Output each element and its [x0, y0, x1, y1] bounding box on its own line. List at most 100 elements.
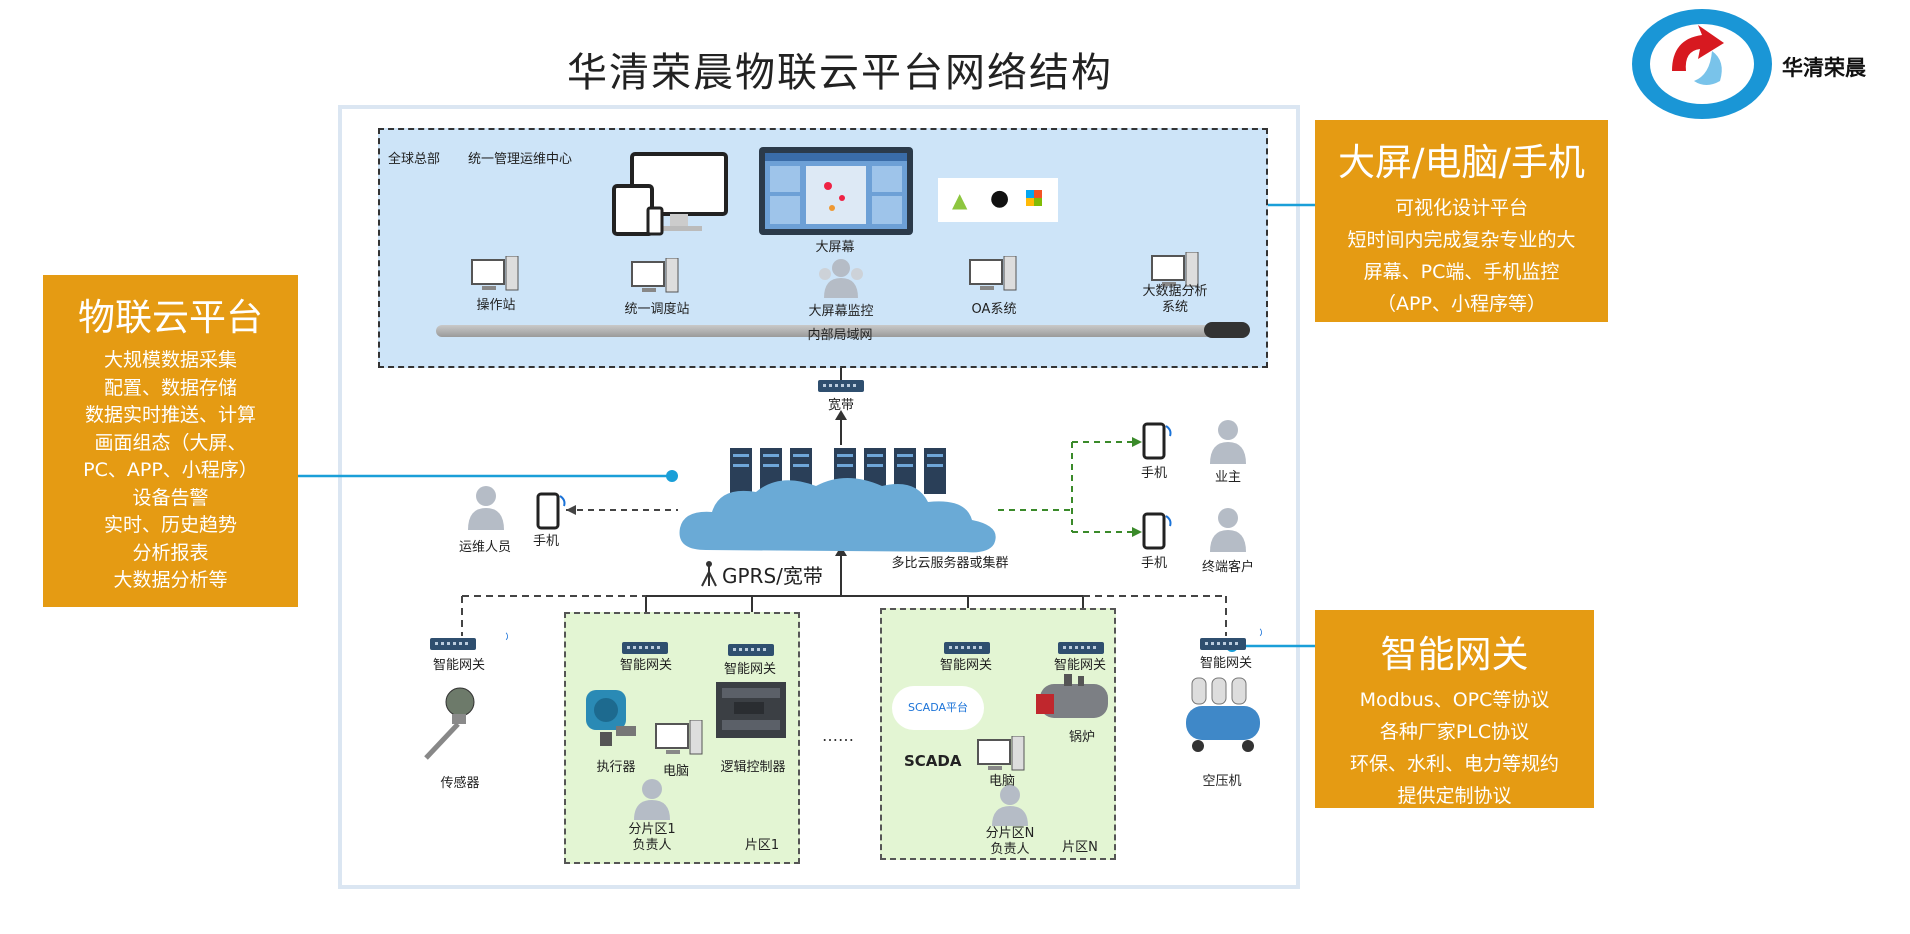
display-callout-title: 大屏/电脑/手机 [1338, 141, 1585, 184]
gateway-icon [430, 638, 476, 650]
gateway-icon [728, 644, 774, 656]
person-icon [1210, 420, 1246, 464]
person-icon [634, 779, 670, 820]
plc-icon [716, 682, 786, 738]
person-icon [1210, 508, 1246, 552]
zone1-owner-label-2: 负责人 [632, 838, 672, 853]
person-icon [992, 785, 1028, 826]
workstation-icon [655, 720, 703, 755]
sensor-gateway-label: 智能网关 [432, 658, 485, 673]
compressor-label: 空压机 [1202, 774, 1242, 789]
zone1-gateway2-label: 智能网关 [723, 662, 776, 677]
callout-line: 短时间内完成复杂专业的大 [1347, 229, 1576, 251]
right-phone2-label: 手机 [1140, 556, 1167, 571]
more-zones-ellipsis: …… [822, 726, 854, 745]
callout-line: 大数据分析等 [113, 569, 228, 591]
client-label: 终端客户 [1201, 560, 1254, 575]
gateway-callout-title: 智能网关 [1380, 633, 1529, 676]
zoneN-gateway2-label: 智能网关 [1053, 658, 1106, 673]
antenna-icon [701, 561, 717, 587]
scada-badge: SCADA平台 [892, 686, 984, 730]
workstation-icon [977, 736, 1025, 771]
zoneN-gateway1-label: 智能网关 [939, 658, 992, 673]
server-cluster-icon [730, 448, 946, 494]
zoneN-label: 片区N [1062, 840, 1098, 855]
workstation-icon [631, 258, 679, 293]
callout-line: 环保、水利、电力等规约 [1349, 753, 1559, 775]
zoneN-owner-label-1: 分片区N [985, 826, 1035, 841]
phone-icon [1142, 512, 1172, 550]
router-icon [818, 380, 864, 392]
actuator-label: 执行器 [596, 760, 636, 775]
gateway-icon [622, 642, 668, 654]
cloud-label: 多比云服务器或集群 [891, 556, 1009, 571]
iot-cloud-callout: 物联云平台 大规模数据采集 配置、数据存储 数据实时推送、计算 画面组态（大屏、… [43, 275, 298, 607]
sensor-icon [424, 687, 475, 760]
os-badges: ▲ ● [938, 178, 1058, 222]
callout-line: 屏幕、PC端、手机监控 [1363, 261, 1560, 283]
callout-line: 画面组态（大屏、 [94, 431, 247, 454]
callout-line: PC、APP、小程序） [83, 459, 258, 481]
zone1-gateway1-label: 智能网关 [619, 658, 672, 673]
callout-line: 实时、历史趋势 [103, 514, 237, 536]
callout-line: 设备告警 [132, 486, 209, 509]
callout-line: Modbus、OPC等协议 [1359, 689, 1550, 711]
callout-line: 提供定制协议 [1397, 785, 1512, 807]
callout-line: 各种厂家PLC协议 [1379, 721, 1530, 743]
sensor-label: 传感器 [440, 776, 480, 791]
scada-label: SCADA [904, 752, 962, 770]
callout-line: 大规模数据采集 [103, 349, 237, 371]
page-title: 华清荣晨物联云平台网络结构 [567, 50, 1113, 96]
workstation-icon [969, 256, 1017, 291]
gateway-icon [1200, 638, 1246, 650]
iot-cloud-callout-title: 物联云平台 [78, 296, 263, 339]
air-compressor-icon [1186, 677, 1260, 752]
lan-label: 内部局域网 [807, 328, 873, 343]
hq-label: 全球总部 [388, 152, 441, 167]
station-label-oa: OA系统 [971, 302, 1017, 317]
apple-icon: ● [990, 186, 1010, 211]
left-phone-label: 手机 [532, 534, 559, 549]
actuator-icon [586, 690, 636, 746]
phone-icon [1142, 422, 1172, 460]
zoneN-owner-label-2: 负责人 [990, 842, 1030, 857]
phone-icon [536, 492, 566, 530]
lan-bar [436, 325, 1248, 337]
station-label-ops: 操作站 [476, 298, 516, 313]
company-logo [1632, 9, 1772, 119]
android-icon: ▲ [952, 188, 968, 212]
gateway-icon [1058, 642, 1104, 654]
big-screen-label: 大屏幕 [815, 240, 855, 255]
station-label-bigdata: 大数据分析 系统 [1142, 284, 1208, 315]
owner-label: 业主 [1214, 470, 1241, 485]
callout-line: 分析报表 [132, 541, 209, 564]
big-screen-icon [759, 147, 913, 235]
workstation-icon [1151, 252, 1199, 287]
callout-line: 配置、数据存储 [103, 376, 237, 399]
gateway-callout: 智能网关 Modbus、OPC等协议 各种厂家PLC协议 环保、水利、电力等规约… [1315, 610, 1594, 808]
zone1-owner-label-1: 分片区1 [628, 822, 676, 837]
callout-line: （APP、小程序等） [1377, 293, 1546, 315]
logo-text: 华清荣晨 [1782, 56, 1866, 80]
gateway-icon [944, 642, 990, 654]
boiler-label: 锅炉 [1068, 730, 1095, 745]
compressor-gateway-label: 智能网关 [1199, 656, 1252, 671]
station-label-dispatch: 统一调度站 [624, 302, 690, 317]
lan-bar-end [1204, 322, 1250, 338]
zone1-pc-label: 电脑 [662, 764, 689, 779]
person-icon [468, 486, 504, 530]
cloud-icon [679, 478, 996, 553]
zone1-label: 片区1 [744, 838, 780, 853]
gprs-label: GPRS/宽带 [722, 564, 823, 588]
ops-person-label: 运维人员 [458, 540, 511, 555]
desktop-tablet-icon [612, 152, 728, 236]
right-phone1-label: 手机 [1140, 466, 1167, 481]
plc-label: 逻辑控制器 [720, 760, 786, 775]
display-callout: 大屏/电脑/手机 可视化设计平台 短时间内完成复杂专业的大 屏幕、PC端、手机监… [1315, 120, 1608, 322]
callout-line: 数据实时推送、计算 [84, 404, 256, 426]
people-group-icon [819, 259, 863, 298]
station-label-monitor: 大屏幕监控 [808, 304, 874, 319]
broadband-top-label: 宽带 [827, 398, 854, 413]
workstation-icon [471, 256, 519, 291]
callout-line: 可视化设计平台 [1394, 197, 1528, 219]
